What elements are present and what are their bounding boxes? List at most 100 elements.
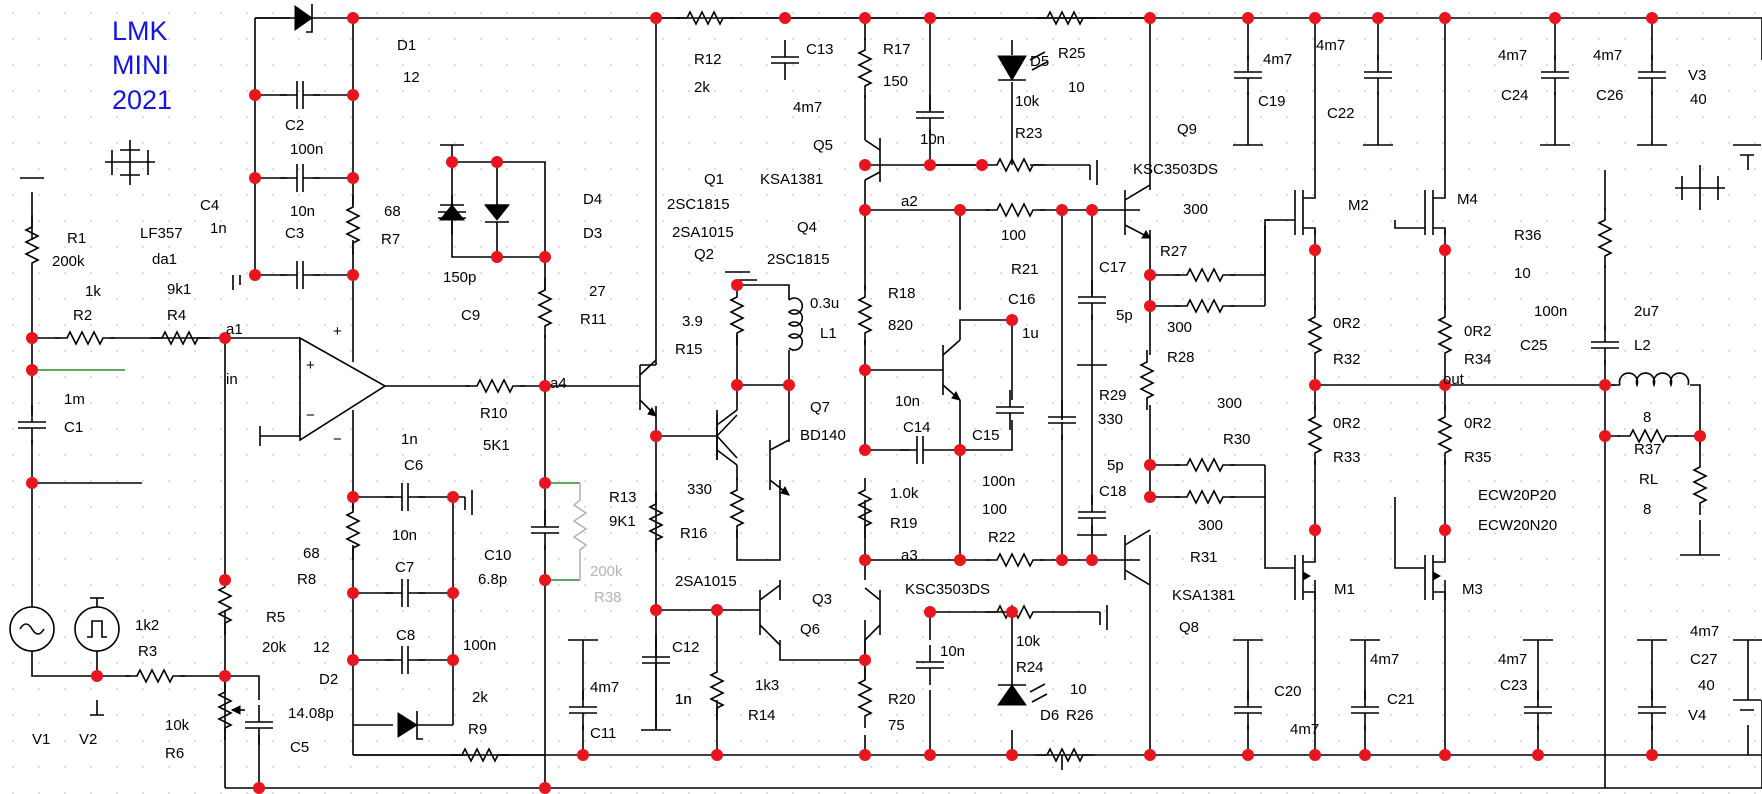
junction-dot[interactable] xyxy=(859,159,871,171)
transistor-q7[interactable] xyxy=(769,439,790,496)
junction-dot[interactable] xyxy=(1439,524,1451,536)
junction-dot[interactable] xyxy=(447,654,459,666)
junction-dot[interactable] xyxy=(1056,204,1068,216)
junction-dot[interactable] xyxy=(491,251,503,263)
junction-dot[interactable] xyxy=(1599,379,1611,391)
junction-dot[interactable] xyxy=(1439,244,1451,256)
junction-dot[interactable] xyxy=(1242,12,1254,24)
junction-dot[interactable] xyxy=(1006,606,1018,618)
junction-dot[interactable] xyxy=(711,749,723,761)
junction-dot[interactable] xyxy=(859,444,871,456)
junction-dot[interactable] xyxy=(731,379,743,391)
junction-dot[interactable] xyxy=(539,782,551,794)
junction-dot[interactable] xyxy=(1144,12,1156,24)
junction-dot[interactable] xyxy=(924,159,936,171)
junction-dot[interactable] xyxy=(253,782,265,794)
junction-dot[interactable] xyxy=(924,606,936,618)
junction-dot[interactable] xyxy=(954,444,966,456)
junction-dot[interactable] xyxy=(491,156,503,168)
junction-dot[interactable] xyxy=(26,364,38,376)
junction-dot[interactable] xyxy=(446,156,458,168)
inductor-l1[interactable] xyxy=(787,297,804,351)
junction-dot[interactable] xyxy=(650,604,662,616)
junction-dot[interactable] xyxy=(1242,749,1254,761)
transistor-q8[interactable] xyxy=(1124,529,1151,586)
junction-dot[interactable] xyxy=(924,12,936,24)
junction-dot[interactable] xyxy=(859,204,871,216)
junction-dot[interactable] xyxy=(447,587,459,599)
junction-dot[interactable] xyxy=(859,749,871,761)
junction-dot[interactable] xyxy=(1144,459,1156,471)
junction-dot[interactable] xyxy=(347,269,359,281)
junction-dot[interactable] xyxy=(1439,12,1451,24)
transistor-q2[interactable] xyxy=(716,409,738,466)
ac-source-v1[interactable] xyxy=(9,606,55,652)
junction-dot[interactable] xyxy=(859,654,871,666)
junction-dot[interactable] xyxy=(1006,314,1018,326)
diode-d4[interactable] xyxy=(483,204,511,223)
junction-dot[interactable] xyxy=(539,251,551,263)
junction-dot[interactable] xyxy=(1599,430,1611,442)
junction-dot[interactable] xyxy=(1694,430,1706,442)
junction-dot[interactable] xyxy=(1006,749,1018,761)
junction-dot[interactable] xyxy=(1549,12,1561,24)
mosfet-m1[interactable] xyxy=(1294,530,1316,600)
junction-dot[interactable] xyxy=(1439,379,1451,391)
junction-dot[interactable] xyxy=(577,749,589,761)
led-d5[interactable] xyxy=(997,51,1048,81)
pulse-source-v2[interactable] xyxy=(74,597,120,652)
junction-dot[interactable] xyxy=(783,379,795,391)
zener-d2[interactable] xyxy=(353,660,454,740)
junction-dot[interactable] xyxy=(650,430,662,442)
mosfet-m4[interactable] xyxy=(1424,175,1446,235)
junction-dot[interactable] xyxy=(954,204,966,216)
zener-d1[interactable] xyxy=(255,4,313,33)
junction-dot[interactable] xyxy=(731,279,743,291)
junction-dot[interactable] xyxy=(219,574,231,586)
junction-dot[interactable] xyxy=(539,477,551,489)
junction-dot[interactable] xyxy=(347,89,359,101)
junction-dot[interactable] xyxy=(347,587,359,599)
junction-dot[interactable] xyxy=(347,491,359,503)
junction-dot[interactable] xyxy=(1359,749,1371,761)
transistor-q8-driver[interactable] xyxy=(864,587,881,641)
junction-dot[interactable] xyxy=(1309,749,1321,761)
mosfet-m2[interactable] xyxy=(1294,175,1316,235)
transistor-q5[interactable] xyxy=(864,138,881,182)
junction-dot[interactable] xyxy=(219,670,231,682)
junction-dot[interactable] xyxy=(1144,491,1156,503)
transistor-q4[interactable] xyxy=(942,339,961,401)
junction-dot[interactable] xyxy=(347,12,359,24)
junction-dot[interactable] xyxy=(1056,554,1068,566)
junction-dot[interactable] xyxy=(1646,749,1658,761)
junction-dot[interactable] xyxy=(91,670,103,682)
junction-dot[interactable] xyxy=(1309,379,1321,391)
junction-dot[interactable] xyxy=(1646,12,1658,24)
junction-dot[interactable] xyxy=(1144,749,1156,761)
led-d6[interactable] xyxy=(997,683,1048,706)
junction-dot[interactable] xyxy=(1372,12,1384,24)
transistor-q6[interactable] xyxy=(759,584,781,646)
junction-dot[interactable] xyxy=(924,749,936,761)
opamp-da1[interactable]: + − + − xyxy=(259,320,387,448)
mosfet-m3[interactable] xyxy=(1424,530,1446,600)
junction-dot[interactable] xyxy=(26,332,38,344)
junction-dot[interactable] xyxy=(954,554,966,566)
junction-dot[interactable] xyxy=(539,380,551,392)
junction-dot[interactable] xyxy=(1309,524,1321,536)
junction-dot[interactable] xyxy=(219,332,231,344)
junction-dot[interactable] xyxy=(347,654,359,666)
junction-dot[interactable] xyxy=(1086,204,1098,216)
transistor-q1[interactable] xyxy=(639,359,657,417)
junction-dot[interactable] xyxy=(859,12,871,24)
junction-dot[interactable] xyxy=(249,172,261,184)
junction-dot[interactable] xyxy=(26,477,38,489)
junction-dot[interactable] xyxy=(1144,300,1156,312)
junction-dot[interactable] xyxy=(1309,12,1321,24)
junction-dot[interactable] xyxy=(650,12,662,24)
junction-dot[interactable] xyxy=(1439,749,1451,761)
junction-dot[interactable] xyxy=(1144,269,1156,281)
junction-dot[interactable] xyxy=(1532,749,1544,761)
junction-dot[interactable] xyxy=(447,491,459,503)
junction-dot[interactable] xyxy=(1086,554,1098,566)
